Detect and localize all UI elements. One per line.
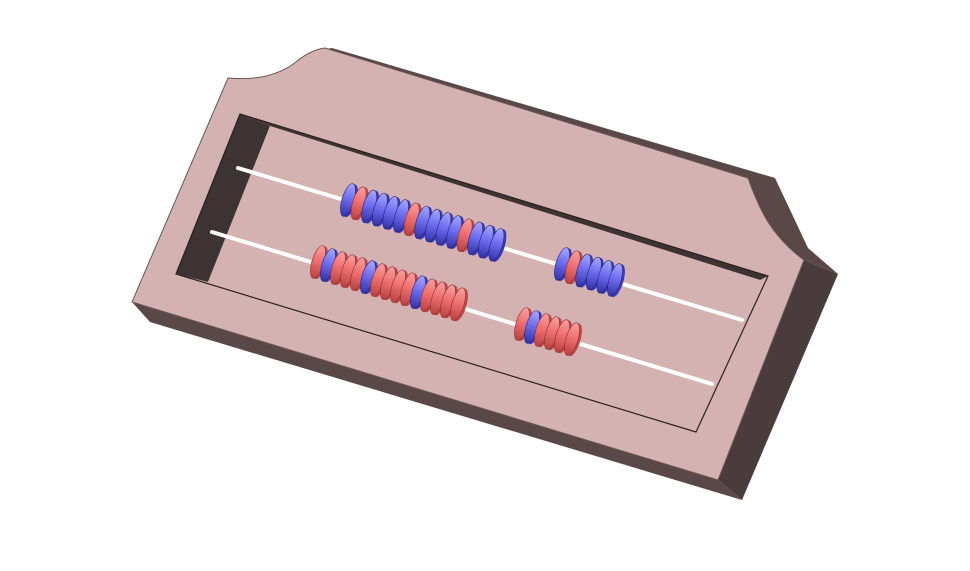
frame-side-right — [718, 260, 838, 500]
bead-red — [340, 254, 358, 289]
abacus-frame — [131, 47, 838, 500]
beads-layer — [310, 183, 625, 357]
inner-wall-left — [176, 114, 270, 282]
bead-red — [564, 322, 582, 357]
inner-wall-top — [240, 114, 768, 280]
bead-blue — [575, 253, 594, 288]
bead-blue — [488, 228, 507, 262]
bead-blue — [607, 263, 625, 298]
bead-blue — [446, 215, 464, 250]
bead-red — [350, 257, 368, 292]
bead-red — [370, 263, 388, 298]
bead-red — [450, 287, 468, 322]
bead-red — [350, 186, 369, 221]
bead-blue — [424, 208, 443, 243]
frame-side-bottom — [132, 302, 742, 500]
bead-blue — [371, 192, 390, 227]
inner-outline — [175, 113, 769, 433]
bead-red — [440, 284, 458, 319]
